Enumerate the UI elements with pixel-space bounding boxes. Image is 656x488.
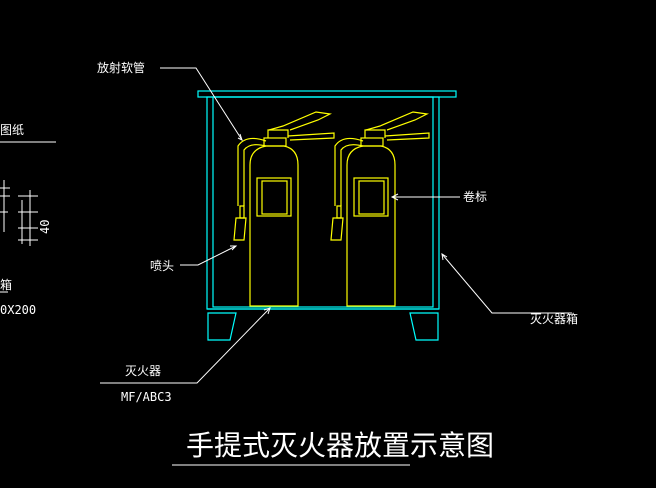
label-model: MF/ABC3 <box>121 390 172 404</box>
extinguisher-label-plate <box>256 177 292 217</box>
arrowhead <box>441 253 448 261</box>
extinguisher-nozzle <box>330 217 344 241</box>
extinguisher-hose-outer <box>237 137 267 206</box>
leader-cabinet <box>441 253 572 314</box>
extinguisher-valve <box>263 137 287 147</box>
label-cabinet: 灭火器箱 <box>530 311 578 326</box>
arrowhead <box>390 193 399 201</box>
arrowhead <box>230 245 238 251</box>
extinguisher-valve <box>360 137 384 147</box>
label-tag: 卷标 <box>463 189 487 204</box>
cabinet-outer-body <box>206 96 440 310</box>
extinguisher-handle-top <box>365 111 429 131</box>
extinguisher-valve-neck <box>364 129 386 138</box>
extinguisher-hose-coupling <box>336 205 342 219</box>
extinguisher-hose-inner <box>243 144 267 206</box>
extinguisher-valve-neck <box>267 129 289 138</box>
leader-nozzle <box>180 245 237 266</box>
extinguisher-hose-coupling <box>239 205 245 219</box>
fire-extinguisher-cabinet <box>197 90 457 341</box>
label-extinguisher: 灭火器 <box>125 364 161 378</box>
left-label-box: 箱 <box>0 277 12 292</box>
cabinet-top-cap <box>197 90 457 98</box>
left-partial-drawing <box>0 141 56 293</box>
extinguisher-hose-inner <box>340 144 364 206</box>
extinguisher-label-inner <box>358 180 385 215</box>
fire-extinguisher-left <box>233 111 335 307</box>
cabinet-inner-body <box>212 96 434 308</box>
left-label-drawing: 图纸 <box>0 123 24 137</box>
extinguisher-nozzle <box>233 217 247 241</box>
extinguisher-cylinder <box>346 145 396 307</box>
cabinet-left-foot <box>207 312 237 341</box>
label-discharge-hose: 放射软管 <box>97 60 145 75</box>
cabinet-right-foot <box>409 312 439 341</box>
drawing-title: 手提式灭火器放置示意图 <box>186 429 494 462</box>
extinguisher-hose-outer <box>334 137 364 206</box>
leader-extinguisher <box>100 307 271 384</box>
arrowhead <box>237 133 243 141</box>
label-nozzle: 喷头 <box>150 259 174 273</box>
extinguisher-handle-lever <box>384 132 430 141</box>
fire-extinguisher-right <box>330 111 430 307</box>
extinguisher-label-plate <box>353 177 389 217</box>
left-dimension-40: 40 <box>38 220 52 234</box>
extinguisher-cylinder <box>249 145 299 307</box>
arrowhead <box>263 307 271 315</box>
leader-discharge-hose <box>160 67 243 141</box>
extinguisher-label-inner <box>261 180 288 215</box>
extinguisher-handle-top <box>268 111 332 131</box>
leader-lines <box>100 67 572 466</box>
left-label-size: 0X200 <box>0 303 36 317</box>
extinguisher-handle-lever <box>287 132 335 141</box>
